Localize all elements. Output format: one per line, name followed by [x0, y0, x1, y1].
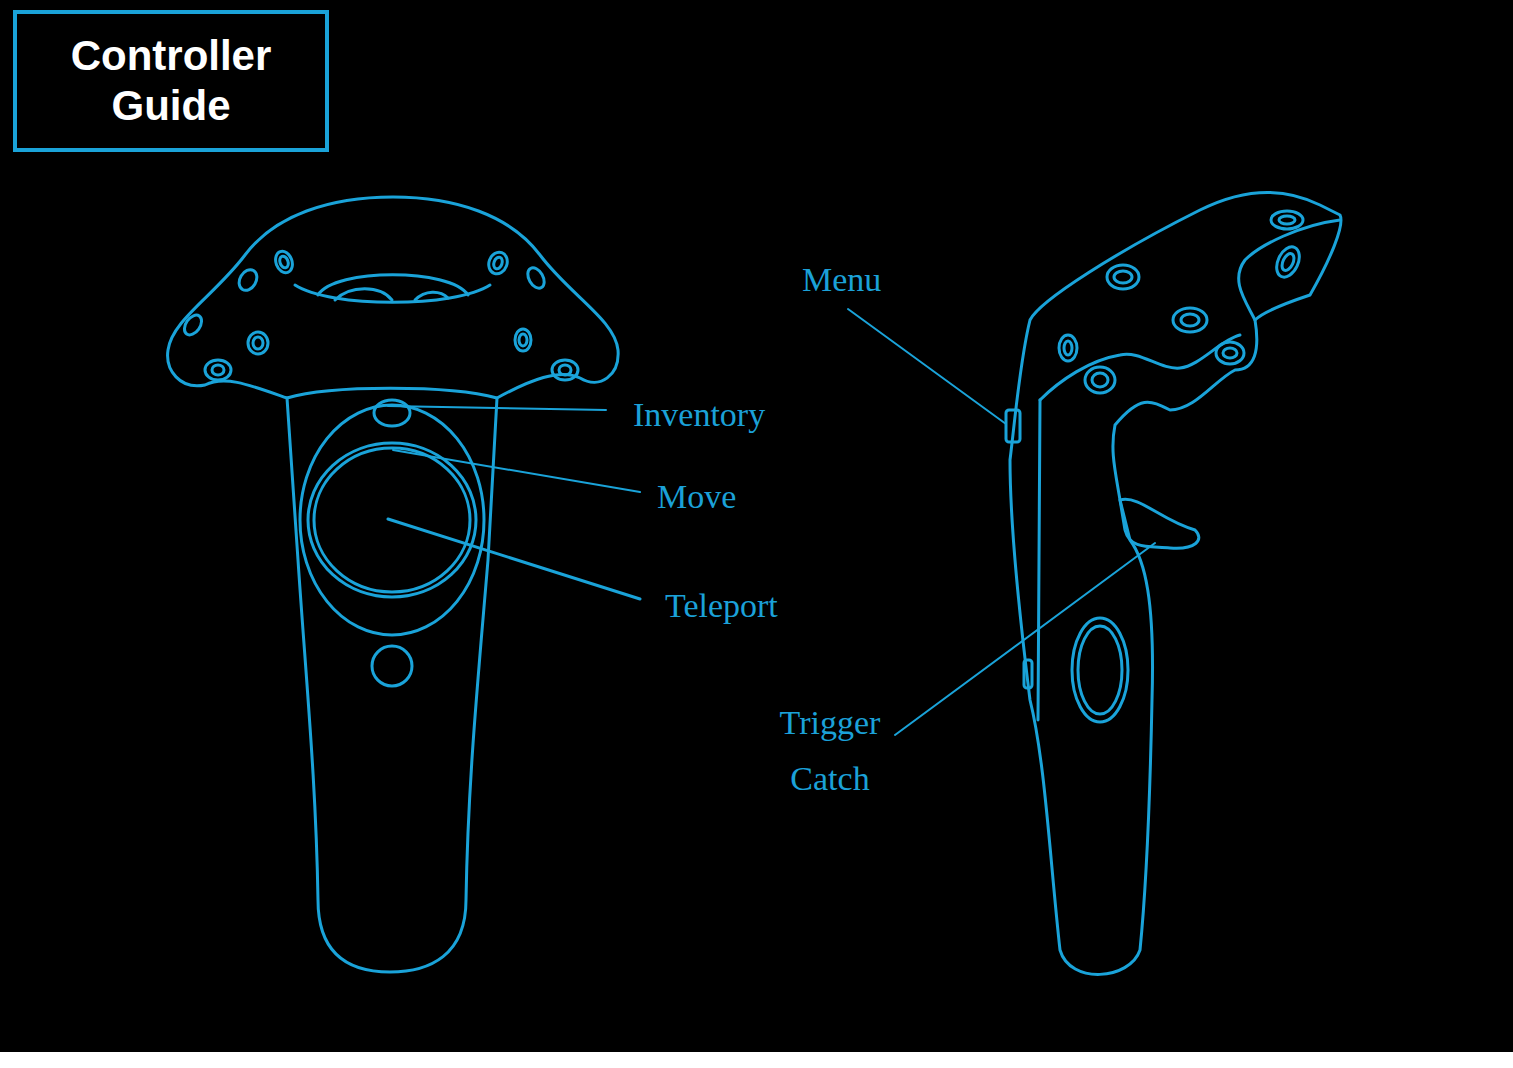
part-label: Menu — [802, 260, 881, 300]
part-label: Inventory — [633, 395, 765, 435]
title: Controller Guide — [41, 31, 301, 131]
part-label: Move — [657, 477, 736, 517]
title-box: Controller Guide — [13, 10, 329, 152]
part-label: Teleport — [665, 586, 778, 626]
part-label: Trigger Catch — [770, 695, 890, 807]
